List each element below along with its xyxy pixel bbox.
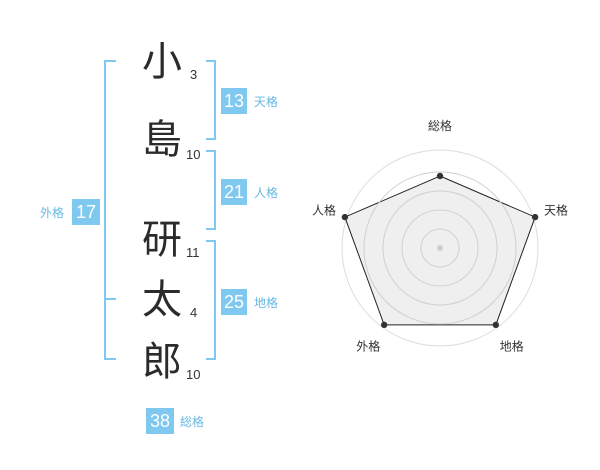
stroke-count-3: 11 [186, 245, 200, 260]
name-char-4: 太 [142, 277, 182, 323]
chikaku-bracket [206, 240, 216, 360]
jinkaku-bracket [206, 150, 216, 230]
radar-axis-label-3: 外格 [356, 339, 380, 354]
radar-axis-label-4: 人格 [312, 202, 336, 217]
stroke-count-4: 4 [190, 305, 198, 320]
radar-point-1 [531, 213, 539, 221]
radar-grid-rings [341, 149, 539, 347]
radar-grid-ring-4 [363, 171, 517, 325]
soukaku-label: 総格 [180, 415, 205, 429]
jinkaku-label: 人格 [254, 186, 279, 200]
radar-point-4 [341, 213, 349, 221]
radar-center-dot [437, 245, 443, 251]
name-char-5: 郎 [142, 339, 182, 385]
gaikaku-label: 外格 [40, 206, 65, 220]
radar-axis-label-1: 天格 [544, 202, 568, 217]
stroke-count-5: 10 [186, 367, 201, 382]
radar-point-0 [436, 172, 444, 180]
radar-point-3 [380, 321, 388, 329]
tenkaku-bracket [206, 60, 216, 140]
gaikaku-bracket-tick [104, 298, 116, 300]
radar-outer-ring [341, 149, 539, 347]
stroke-count-1: 3 [190, 67, 198, 82]
radar-axis-label-0: 総格 [428, 118, 452, 133]
radar-axis-label-2: 地格 [500, 339, 524, 354]
radar-grid-ring-1 [420, 228, 460, 268]
stroke-count-2: 10 [186, 147, 201, 162]
radar-grid-ring-3 [382, 190, 498, 306]
gaikaku-bracket [104, 60, 116, 360]
jinkaku-value-badge: 21 [221, 179, 247, 205]
tenkaku-value-badge: 13 [221, 88, 247, 114]
radar-point-2 [492, 321, 500, 329]
soukaku-value-badge: 38 [146, 408, 174, 434]
tenkaku-label: 天格 [254, 95, 279, 109]
radar-data-points [341, 172, 539, 329]
chikaku-value-badge: 25 [221, 289, 247, 315]
radar-grid-ring-2 [401, 209, 479, 287]
name-char-2: 島 [142, 117, 182, 163]
chikaku-label: 地格 [254, 296, 279, 310]
gaikaku-value-badge: 17 [72, 199, 100, 225]
name-char-3: 研 [142, 217, 182, 263]
name-char-1: 小 [142, 39, 182, 85]
